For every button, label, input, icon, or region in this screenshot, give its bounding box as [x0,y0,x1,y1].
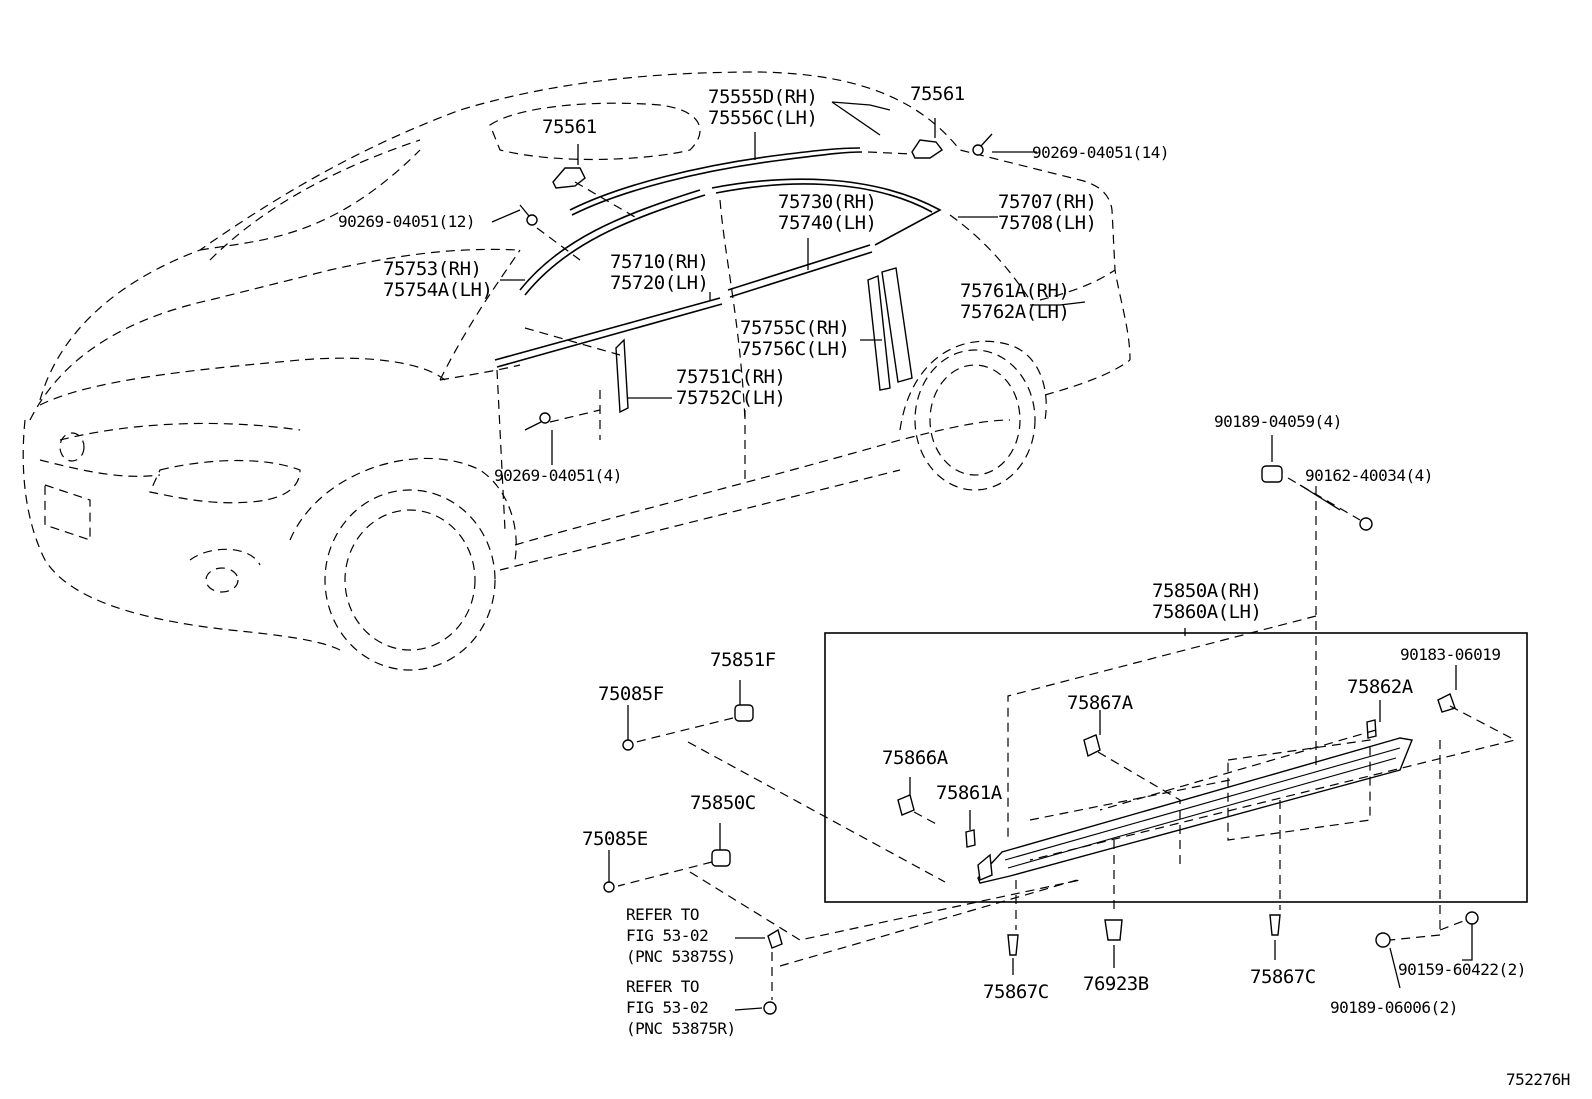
label-75707: 75707(RH) [998,191,1096,213]
label-75555d: 75555D(RH) [708,86,817,108]
car-body-outline [22,71,1131,671]
label-75085e: 75085E [582,828,648,850]
label-75851f: 75851F [710,649,776,671]
label-75561-right: 75561 [910,83,965,105]
label-75762a: 75762A(LH) [960,301,1069,323]
label-75740: 75740(LH) [778,212,876,234]
label-75720: 75720(LH) [610,272,708,294]
label-refer2-line1: REFER TO [626,977,699,996]
label-90269-12: 90269-04051(12) [338,212,475,231]
label-75761a: 75761A(RH) [960,280,1069,302]
label-refer1-line1: REFER TO [626,905,699,924]
rocker-panel [977,737,1413,884]
label-75556c: 75556C(LH) [708,107,817,129]
rocker-detail-box [824,632,1528,903]
label-75866a: 75866A [882,747,949,769]
label-90189-04059: 90189-04059(4) [1214,412,1342,431]
label-refer1-line2: FIG 53-02 [626,926,708,945]
label-75867c-left: 75867C [983,981,1049,1003]
label-refer2-line3: (PNC 53875R) [626,1019,736,1038]
leader-lines [491,101,1473,1011]
label-75085f: 75085F [598,683,664,705]
label-refer2-line2: FIG 53-02 [626,998,708,1017]
label-75860a: 75860A(LH) [1152,601,1261,623]
label-75710: 75710(RH) [610,251,708,273]
label-75862a: 75862A [1347,676,1414,698]
label-90189-06006: 90189-06006(2) [1330,998,1458,1017]
label-refer1-line3: (PNC 53875S) [626,947,736,966]
label-75755c: 75755C(RH) [740,317,849,339]
label-75753: 75753(RH) [383,258,481,280]
assembly-lines [524,151,1517,1000]
label-75756c: 75756C(LH) [740,338,849,360]
diagram-id: 752276H [1506,1070,1570,1089]
window-mouldings [494,147,942,414]
label-75752c: 75752C(LH) [676,387,785,409]
label-75708: 75708(LH) [998,212,1096,234]
label-75751c: 75751C(RH) [676,366,785,388]
label-75561-left: 75561 [542,116,597,138]
label-90162: 90162-40034(4) [1305,466,1433,485]
label-90269-14: 90269-04051(14) [1032,143,1169,162]
label-76923b: 76923B [1083,973,1149,995]
label-75867a: 75867A [1067,692,1134,714]
label-75850a: 75850A(RH) [1152,580,1261,602]
label-90269-4: 90269-04051(4) [494,466,622,485]
part-labels: 75555D(RH) 75556C(LH) 75561 75561 90269-… [338,83,1570,1089]
label-75861a: 75861A [936,782,1003,804]
label-90159: 90159-60422(2) [1398,960,1526,979]
label-75850c: 75850C [690,792,756,814]
label-75730: 75730(RH) [778,191,876,213]
label-75754a: 75754A(LH) [383,279,492,301]
label-75867c-right: 75867C [1250,966,1316,988]
rocker-fasteners [603,465,1479,1015]
label-90183: 90183-06019 [1400,645,1500,664]
